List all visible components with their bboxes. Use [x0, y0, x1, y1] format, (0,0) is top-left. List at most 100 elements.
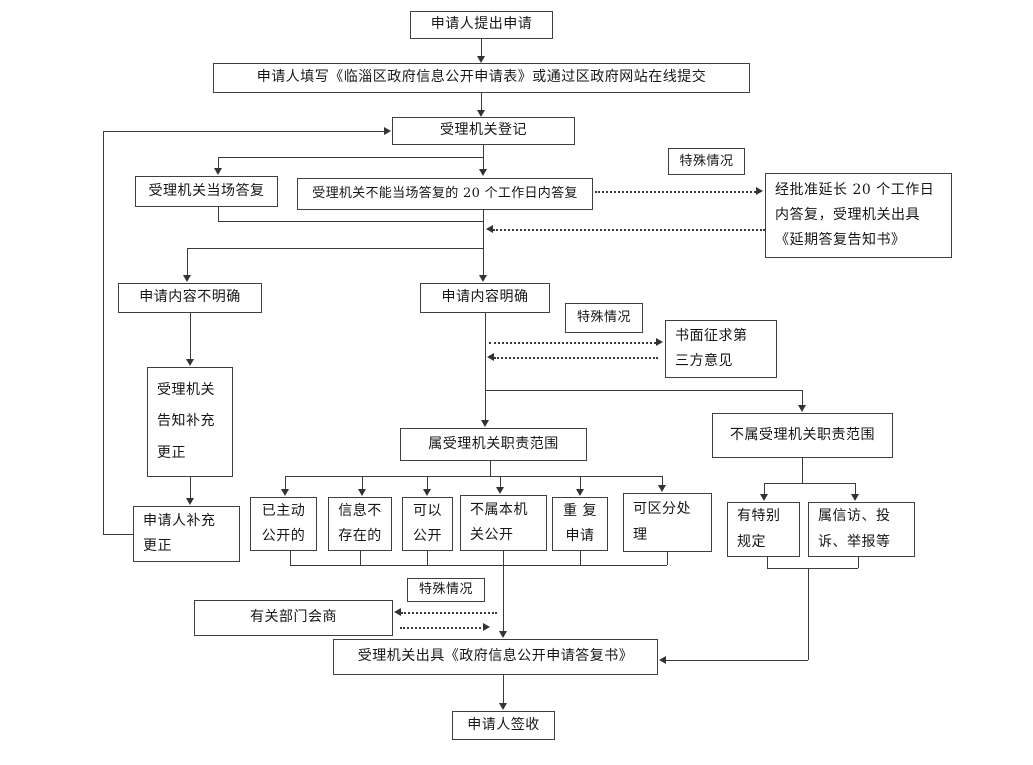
- flow-arrow-icon: [186, 359, 194, 366]
- flow-arrow-icon: [496, 487, 504, 494]
- node-special-case-top: 特殊情况: [668, 148, 745, 175]
- flow-line: [858, 557, 859, 568]
- flow-arrow-icon: [659, 656, 666, 664]
- flow-arrow-icon: [576, 489, 584, 496]
- node-already-public: 已主动 公开的: [250, 497, 317, 551]
- flow-line: [485, 390, 486, 420]
- flow-arrow-icon: [851, 494, 859, 501]
- node-fill-form: 申请人填写《临淄区政府信息公开申请表》或通过区政府网站在线提交: [213, 63, 750, 93]
- flow-line: [808, 568, 809, 660]
- flow-line: [485, 313, 486, 390]
- flow-arrow-icon: [658, 485, 666, 492]
- flow-line: [285, 476, 662, 477]
- flow-line: [103, 131, 104, 534]
- node-extend-reply: 经批准延长 20 个工作日 内答复，受理机关出具 《延期答复告知书》: [765, 173, 952, 258]
- flow-line: [485, 390, 802, 391]
- flow-line: [667, 552, 668, 565]
- flow-line-dotted: [400, 627, 485, 629]
- flow-arrow-icon: [183, 275, 191, 282]
- node-out-scope: 不属受理机关职责范围: [712, 413, 893, 458]
- flow-arrow-icon: [214, 168, 222, 175]
- flow-arrow-icon: [499, 631, 507, 638]
- flow-arrow-icon: [479, 275, 487, 282]
- flow-line: [218, 207, 219, 221]
- node-applicant-supplement: 申请人补充 更正: [133, 506, 240, 562]
- flow-line: [481, 93, 482, 110]
- flow-arrow-icon: [186, 498, 194, 505]
- flow-arrow-icon: [477, 56, 485, 63]
- node-special-case-mid: 特殊情况: [565, 303, 643, 333]
- node-can-public: 可以 公开: [402, 497, 453, 551]
- flow-line: [580, 551, 581, 565]
- flow-line-dotted: [493, 229, 765, 231]
- flow-line: [103, 131, 384, 132]
- flow-arrow-icon: [499, 703, 507, 710]
- flow-line: [802, 390, 803, 405]
- flow-line: [490, 461, 491, 476]
- flow-arrow-icon: [394, 608, 401, 616]
- flow-line: [767, 557, 768, 568]
- node-content-unclear: 申请内容不明确: [118, 283, 262, 313]
- node-consult: 有关部门会商: [194, 600, 393, 636]
- node-petition: 属信访、投 诉、举报等: [808, 502, 915, 557]
- flow-line-dotted: [401, 612, 497, 614]
- flow-arrow-icon: [483, 623, 490, 631]
- node-onspot-reply: 受理机关当场答复: [135, 176, 278, 207]
- flow-arrow-icon: [481, 420, 489, 427]
- flow-line: [764, 483, 855, 484]
- flow-arrow-icon: [358, 489, 366, 496]
- flow-line: [503, 550, 504, 631]
- flow-line: [285, 476, 286, 489]
- flow-line: [503, 675, 504, 703]
- flow-line: [764, 483, 765, 494]
- flow-line: [666, 660, 808, 661]
- node-separable: 可区分处 理: [623, 493, 712, 552]
- flow-arrow-icon: [756, 187, 763, 195]
- flow-line: [855, 483, 856, 494]
- flow-line: [580, 476, 581, 489]
- node-content-clear: 申请内容明确: [420, 283, 550, 313]
- flow-line-dotted: [489, 342, 656, 344]
- flow-line: [483, 145, 484, 169]
- flow-line: [290, 565, 667, 566]
- flow-line: [103, 534, 134, 535]
- flow-line: [187, 248, 483, 249]
- flow-line: [767, 568, 858, 569]
- node-special-rule: 有特别 规定: [727, 502, 800, 557]
- flow-line: [360, 551, 361, 565]
- flow-arrow-icon: [760, 494, 768, 501]
- node-third-party: 书面征求第 三方意见: [665, 320, 777, 378]
- flow-arrow-icon: [487, 353, 494, 361]
- flow-line: [290, 551, 291, 565]
- node-sign-receipt: 申请人签收: [452, 711, 555, 740]
- flow-line: [427, 476, 428, 489]
- flow-arrow-icon: [384, 127, 391, 135]
- flow-line: [500, 476, 501, 487]
- node-info-not-exist: 信息不 存在的: [328, 497, 392, 551]
- node-apply: 申请人提出申请: [410, 11, 553, 39]
- flow-line: [481, 39, 482, 56]
- flow-line: [190, 477, 191, 498]
- flow-arrow-icon: [656, 338, 663, 346]
- flow-line: [190, 313, 191, 359]
- flow-line: [187, 248, 188, 275]
- flow-line: [218, 157, 219, 169]
- node-notify-supplement: 受理机关 告知补充 更正: [147, 367, 233, 477]
- flow-arrow-icon: [477, 110, 485, 117]
- flow-line: [218, 157, 483, 158]
- flow-line: [427, 551, 428, 565]
- node-reply-20days: 受理机关不能当场答复的 20 个工作日内答复: [297, 178, 593, 210]
- flow-line: [362, 476, 363, 489]
- flow-line: [802, 458, 803, 483]
- flow-arrow-icon: [479, 169, 487, 176]
- flow-arrow-icon: [798, 405, 806, 412]
- flow-line: [218, 221, 483, 222]
- flow-line-dotted: [494, 357, 658, 359]
- flow-line: [662, 476, 663, 485]
- flow-arrow-icon: [423, 489, 431, 496]
- flow-line: [483, 210, 484, 275]
- node-issue-reply: 受理机关出具《政府信息公开申请答复书》: [333, 639, 658, 675]
- node-register: 受理机关登记: [392, 117, 575, 145]
- node-not-this-org: 不属本机 关公开: [460, 495, 547, 551]
